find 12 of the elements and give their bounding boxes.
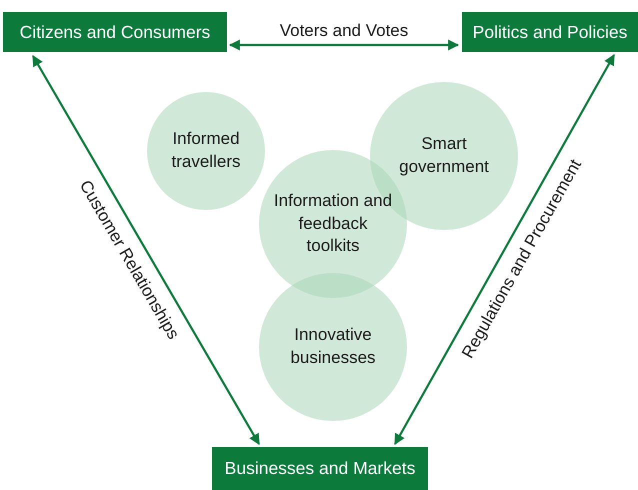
double-arrow bbox=[228, 40, 460, 50]
node-text: Informed travellers bbox=[170, 128, 242, 173]
node-text: Businesses and Markets bbox=[224, 458, 416, 479]
node-text: Citizens and Consumers bbox=[20, 22, 210, 42]
label-box bbox=[212, 447, 428, 490]
label-box bbox=[3, 12, 227, 52]
label-box bbox=[462, 12, 638, 52]
node-text: Innovative businesses bbox=[289, 324, 377, 369]
node-text: Information and feedback toolkits bbox=[272, 190, 394, 258]
double-arrow bbox=[394, 54, 615, 445]
double-arrow bbox=[32, 55, 260, 445]
node-text: Politics and Policies bbox=[472, 22, 628, 42]
